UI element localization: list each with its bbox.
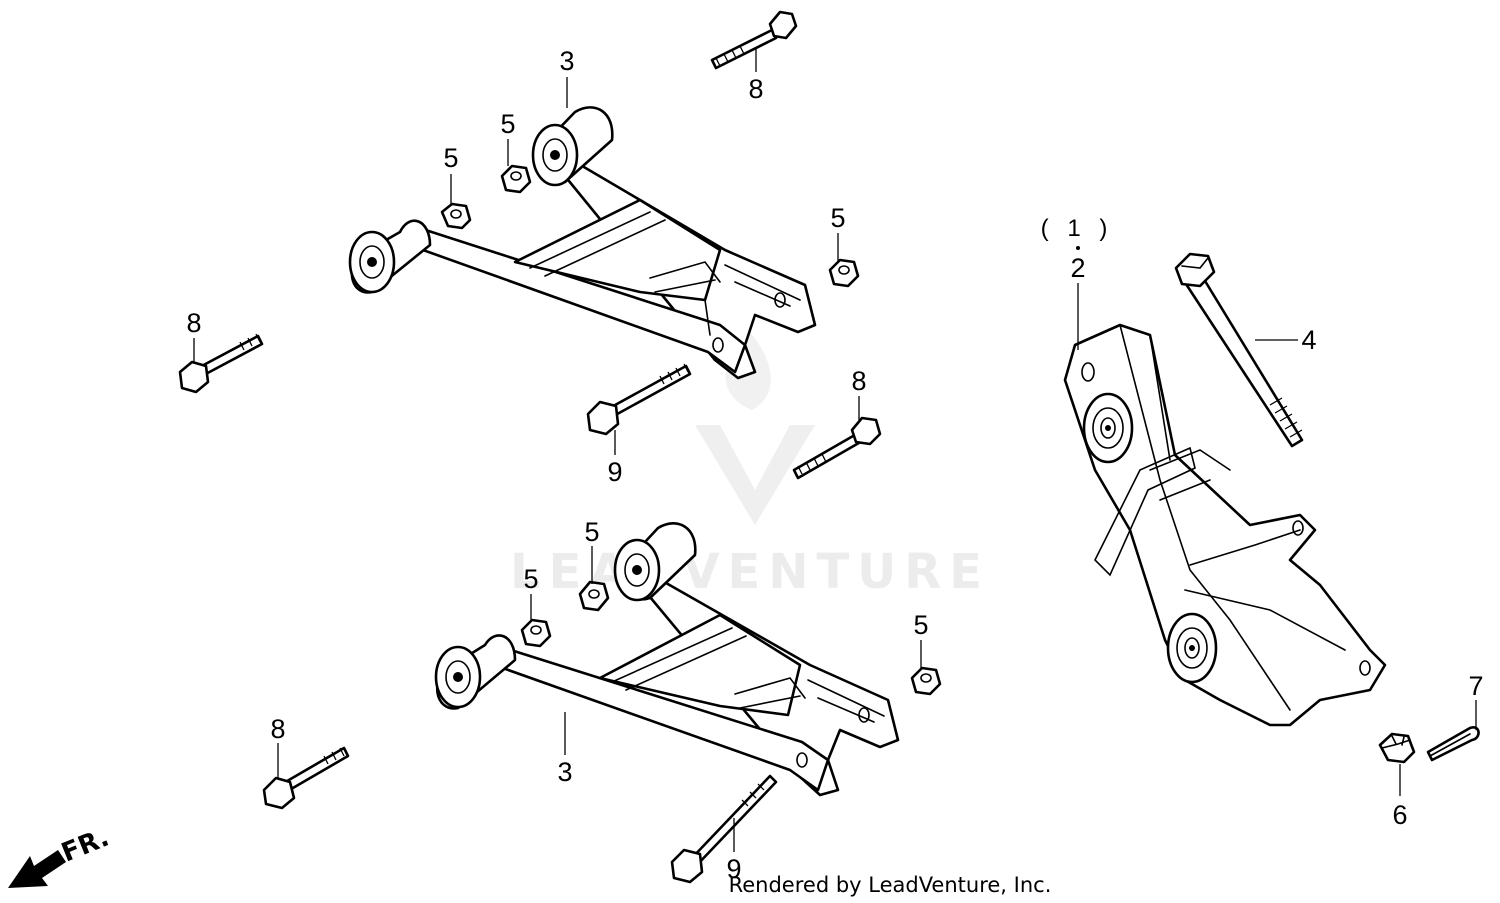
- front-direction-indicator: FR.: [8, 823, 113, 888]
- lower-ball-joint: [1166, 612, 1218, 684]
- callout-2: 2: [1070, 253, 1085, 283]
- callout-8-mid: 8: [851, 366, 866, 396]
- long-bolt: [1174, 252, 1304, 448]
- callout-8-low: 8: [270, 714, 285, 744]
- upper-ball-joint: [1082, 392, 1134, 464]
- knuckle-bracket: [1063, 323, 1387, 727]
- callout-5-b: 5: [500, 109, 515, 139]
- lower-arm: [434, 522, 900, 797]
- watermark-v-icon: [695, 425, 815, 525]
- front-label: FR.: [57, 823, 113, 869]
- nut-5-b: [500, 164, 532, 194]
- leader-lines: [193, 48, 1477, 852]
- upper-arm: [348, 106, 817, 380]
- bolt-9-mid: [586, 363, 692, 436]
- callout-3-low: 3: [557, 757, 572, 787]
- callout-6: 6: [1392, 800, 1407, 830]
- nut-5-c: [828, 258, 860, 288]
- castle-nut: [1378, 732, 1416, 764]
- callout-7: 7: [1468, 671, 1483, 701]
- callout-1-dot: [1076, 246, 1080, 250]
- bolt-9-low: [670, 774, 778, 884]
- nut-5-a: [440, 202, 472, 230]
- callout-8-top: 8: [748, 74, 763, 104]
- footer-credit: Rendered by LeadVenture, Inc.: [729, 873, 1052, 897]
- bolt-8-top: [710, 10, 798, 70]
- callout-9-low: 9: [726, 854, 741, 884]
- callout-1: ( 1 ): [1041, 215, 1114, 242]
- callout-5-a: 5: [443, 143, 458, 173]
- nut-5-d: [520, 618, 552, 648]
- callout-9-mid: 9: [607, 457, 622, 487]
- callout-5-f: 5: [913, 610, 928, 640]
- bolt-8-left: [178, 333, 264, 394]
- nut-5-e: [578, 580, 610, 612]
- callout-3-top: 3: [559, 46, 574, 76]
- callout-5-e: 5: [584, 517, 599, 547]
- callout-5-c: 5: [830, 203, 845, 233]
- bolt-8-mid: [792, 416, 882, 480]
- callout-8-left: 8: [186, 308, 201, 338]
- callout-5-d: 5: [523, 564, 538, 594]
- cotter-pin: [1426, 726, 1480, 762]
- nut-5-f: [910, 666, 942, 696]
- callout-4: 4: [1301, 325, 1316, 355]
- front-arrow-icon: [8, 850, 66, 888]
- bolt-8-low: [262, 746, 350, 810]
